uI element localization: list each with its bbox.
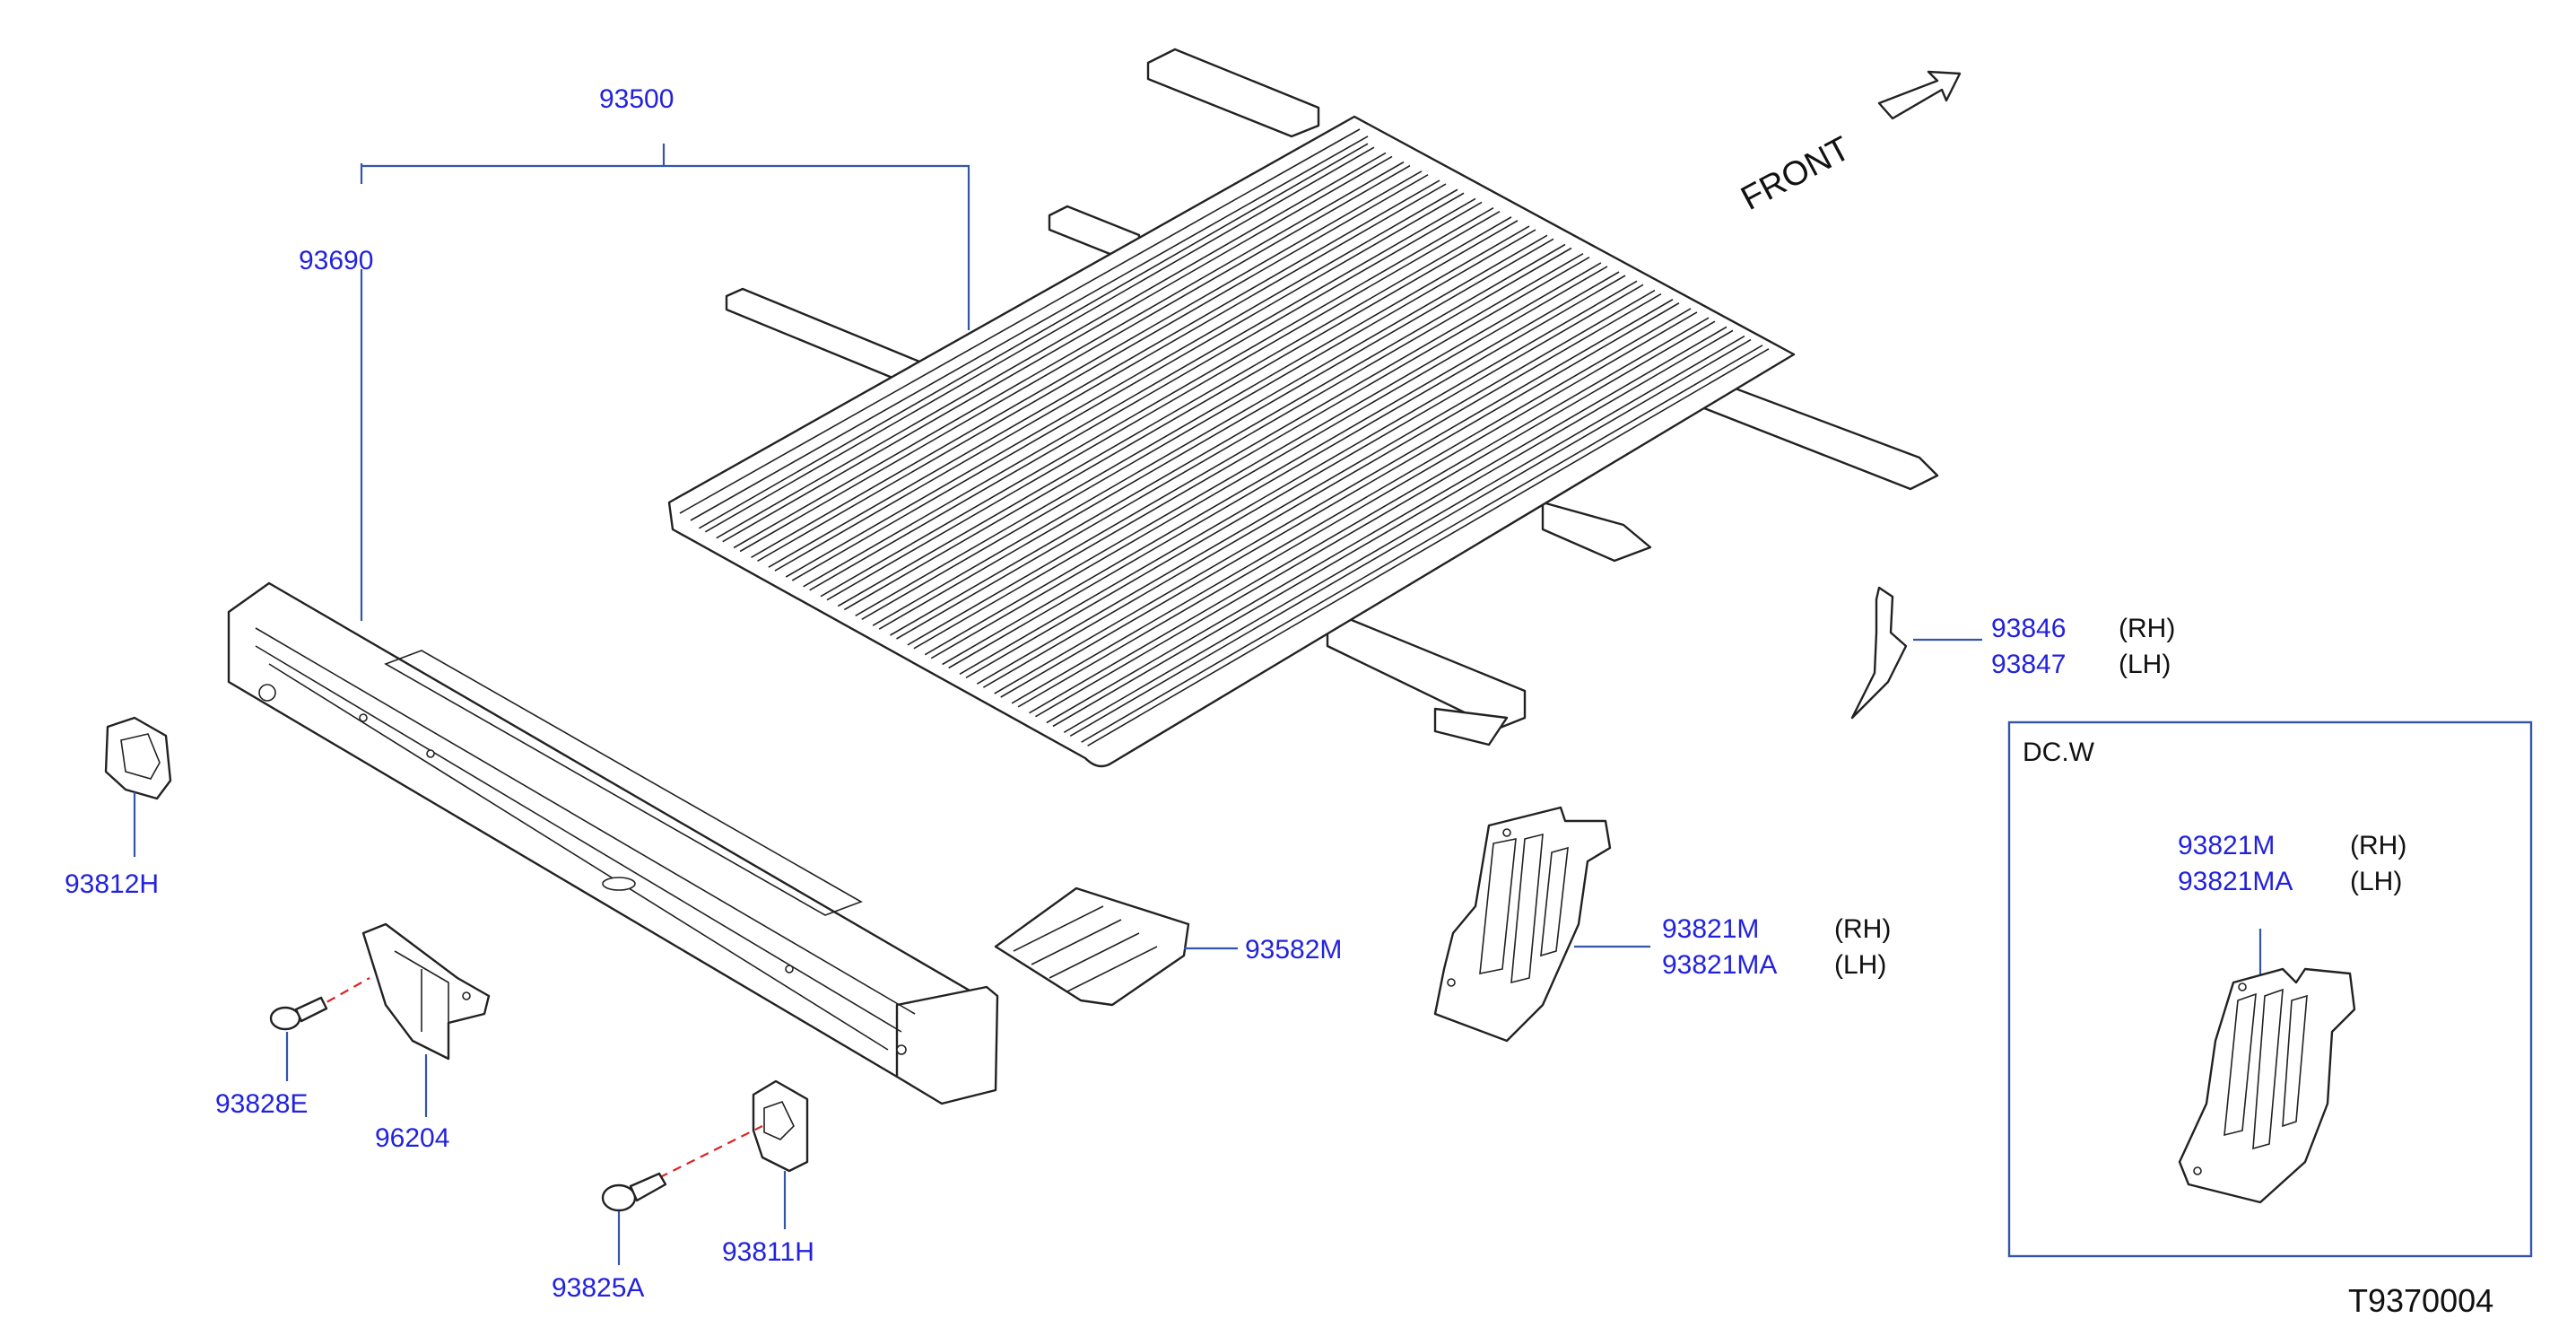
inset-title: DC.W — [2023, 738, 2095, 767]
diagram-code: T9370004 — [2348, 1282, 2493, 1319]
callout-93821MA-inset: 93821MA — [2178, 867, 2293, 896]
bed-floor-frame — [725, 48, 1939, 747]
floor-rib — [872, 234, 1554, 630]
fastener-path-93825A — [645, 1125, 763, 1185]
floor-rib — [1046, 326, 1734, 728]
callout-93846: 93846 — [1991, 614, 2066, 643]
floor-rib — [890, 243, 1572, 640]
callout-93821MA-side: (LH) — [1834, 950, 1886, 980]
floor-rib — [698, 143, 1375, 533]
floor-rib — [785, 188, 1465, 581]
callout-93821M-inset-side: (RH) — [2350, 831, 2406, 860]
part-93811H-clip — [752, 1079, 809, 1173]
callout-93690: 93690 — [299, 246, 373, 275]
floor-ribs — [698, 143, 1770, 747]
callout-93847-side: (LH) — [2119, 650, 2171, 679]
part-93812H-clip — [104, 716, 172, 800]
callout-93582M: 93582M — [1245, 935, 1342, 965]
floor-rib — [837, 216, 1519, 611]
callout-96204: 96204 — [375, 1123, 449, 1153]
floor-rib — [976, 289, 1662, 688]
floor-panel — [667, 115, 1796, 768]
part-93821M-guard — [1433, 806, 1612, 1043]
floor-rib — [907, 253, 1590, 650]
part-93821M-guard-inset — [2178, 967, 2356, 1204]
front-label: FRONT — [1736, 129, 1857, 218]
part-96204-bracket — [361, 922, 491, 1061]
callout-93821MA: 93821MA — [1662, 950, 1777, 980]
callout-93821M-inset: 93821M — [2178, 831, 2275, 860]
callout-93821M: 93821M — [1662, 914, 1759, 944]
bolt-93828E — [269, 996, 328, 1031]
floor-rib — [768, 179, 1447, 572]
floor-rib — [820, 206, 1501, 601]
floor-rib — [803, 197, 1483, 591]
front-arrow-icon — [1877, 70, 1962, 120]
callout-93846-side: (RH) — [2119, 614, 2175, 643]
callout-93825A: 93825A — [552, 1273, 644, 1303]
part-93582M-plate — [994, 886, 1190, 1007]
floor-rib — [716, 152, 1393, 543]
callout-93500: 93500 — [599, 84, 674, 114]
part-93846-bracket — [1850, 586, 1908, 720]
floor-rib — [1063, 335, 1752, 738]
callout-93828E: 93828E — [215, 1089, 308, 1119]
callout-93821M-side: (RH) — [1834, 914, 1891, 944]
bolt-93825A — [601, 1172, 667, 1212]
callout-93811H: 93811H — [722, 1237, 814, 1267]
inset-panel: DC.W — [2007, 720, 2533, 1258]
floor-rib — [733, 161, 1411, 553]
floor-rib — [942, 271, 1626, 669]
floor-rib — [994, 299, 1680, 698]
callout-93821MA-inset-side: (LH) — [2350, 867, 2402, 896]
leader-lines — [133, 144, 2262, 1265]
floor-rib — [1029, 317, 1716, 718]
floor-rib — [855, 225, 1536, 621]
callout-93847: 93847 — [1991, 650, 2066, 679]
callout-93812H: 93812H — [65, 869, 159, 899]
fastener-path-93828E — [313, 977, 370, 1010]
floor-rib — [1081, 345, 1770, 747]
floor-rib — [924, 262, 1608, 659]
side-sill — [227, 581, 999, 1105]
floor-rib — [751, 170, 1429, 563]
floor-rib — [1011, 308, 1698, 708]
floor-rib — [959, 280, 1644, 679]
